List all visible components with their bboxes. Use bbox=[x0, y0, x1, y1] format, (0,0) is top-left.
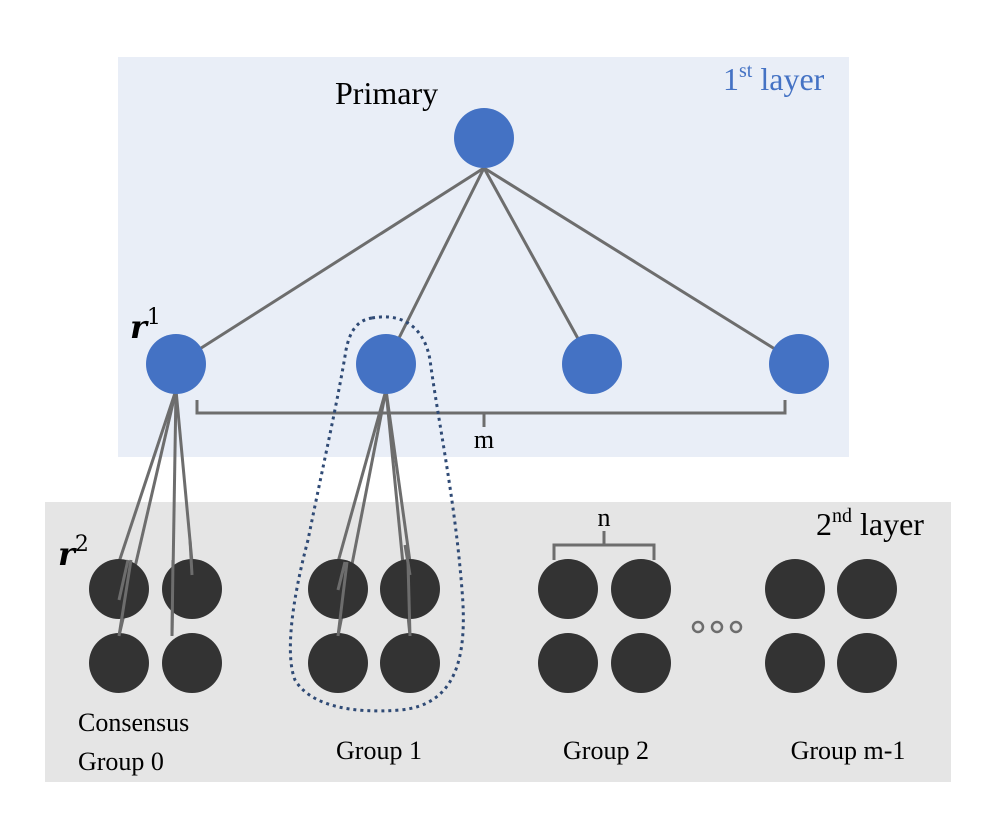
primary-label: Primary bbox=[335, 75, 438, 111]
groupm1-label: Group m-1 bbox=[791, 736, 906, 765]
groupm1-node-2 bbox=[765, 633, 825, 693]
edge-r0-g0b bbox=[174, 389, 194, 563]
ellipsis bbox=[691, 620, 743, 634]
edge-r0-g0a bbox=[117, 389, 178, 563]
primary-node bbox=[454, 108, 514, 168]
edge-primary-r1 bbox=[384, 167, 486, 365]
edge-primary-r3 bbox=[483, 166, 800, 366]
layer1-label: 1st layer bbox=[723, 60, 825, 97]
n-brace bbox=[552, 531, 656, 560]
edge-primary-r2 bbox=[482, 167, 594, 365]
group2-node-2 bbox=[538, 633, 598, 693]
groupm1-node-3 bbox=[837, 633, 897, 693]
group0-node-3 bbox=[162, 633, 222, 693]
group1-outline bbox=[288, 315, 465, 713]
group1-label: Group 1 bbox=[336, 736, 422, 765]
group0-node-1 bbox=[162, 559, 222, 619]
m-brace bbox=[195, 400, 787, 427]
layer1-node-1 bbox=[356, 334, 416, 394]
groupm1-node-0 bbox=[765, 559, 825, 619]
group0-node-2 bbox=[89, 633, 149, 693]
primary-edges bbox=[175, 166, 800, 366]
layer2-label: 2nd layer bbox=[816, 505, 924, 542]
group2-node-3 bbox=[611, 633, 671, 693]
group1-node-2 bbox=[308, 633, 368, 693]
group0-label-line1: Consensus bbox=[78, 708, 189, 737]
m-label: m bbox=[474, 425, 494, 454]
group1-node-3 bbox=[380, 633, 440, 693]
layer1-node-3 bbox=[769, 334, 829, 394]
group-m1-nodes bbox=[765, 559, 897, 693]
edge-r1-g1a bbox=[336, 389, 388, 563]
group0-label-line2: Group 0 bbox=[78, 747, 164, 776]
group2-node-1 bbox=[611, 559, 671, 619]
r2-label: r2 bbox=[58, 532, 89, 573]
edge-primary-r0 bbox=[175, 166, 485, 366]
group2-label: Group 2 bbox=[563, 736, 649, 765]
group-1-nodes bbox=[308, 559, 440, 693]
r1-label: r1 bbox=[130, 305, 161, 346]
group2-node-0 bbox=[538, 559, 598, 619]
group-2-nodes bbox=[538, 559, 671, 693]
group0-node-0 bbox=[89, 559, 149, 619]
layer1-node-2 bbox=[562, 334, 622, 394]
group-0-nodes bbox=[89, 559, 222, 693]
layer1-node-0 bbox=[146, 334, 206, 394]
n-label: n bbox=[598, 503, 611, 532]
edge-tips bbox=[117, 539, 412, 637]
groupm1-node-1 bbox=[837, 559, 897, 619]
